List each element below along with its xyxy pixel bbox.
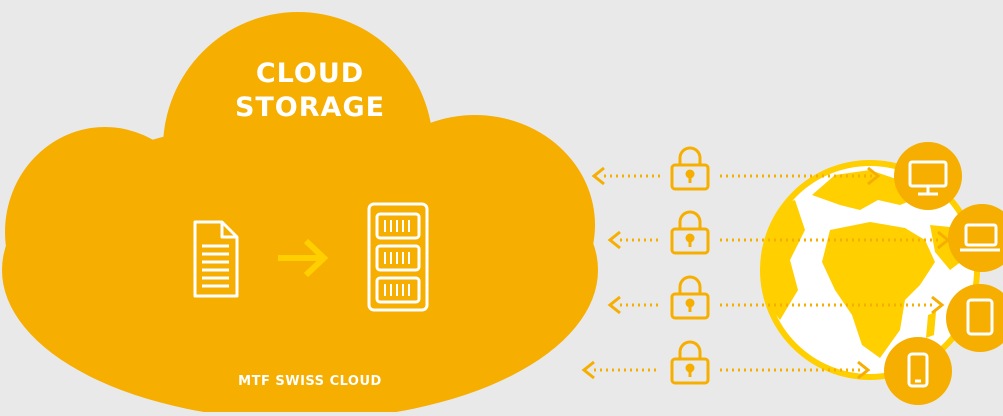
padlock-icon — [670, 275, 710, 320]
device-laptop — [948, 204, 1003, 272]
cloud-shape — [2, 12, 598, 416]
device-monitor — [894, 142, 962, 210]
connection-row-3 — [607, 275, 945, 320]
monitor-icon — [908, 160, 948, 196]
smartphone-icon — [907, 352, 929, 388]
padlock-icon — [670, 146, 710, 191]
connection-row-1 — [591, 146, 881, 191]
server-rack-icon — [367, 202, 429, 312]
tablet-icon — [966, 298, 994, 336]
connection-row-4 — [581, 340, 871, 385]
device-smartphone — [884, 337, 952, 405]
device-tablet — [946, 284, 1003, 352]
arrow-right-icon — [278, 238, 329, 278]
connection-row-2 — [607, 210, 951, 255]
cloud-footer-label: MTF SWISS CLOUD — [238, 374, 382, 389]
padlock-icon — [670, 340, 710, 385]
cloud-title-line-1: CLOUD — [255, 58, 365, 89]
globe-icon — [760, 160, 980, 380]
cloud-title-line-2: STORAGE — [234, 92, 386, 123]
padlock-icon — [670, 210, 710, 255]
laptop-icon — [960, 223, 1000, 252]
document-icon — [193, 220, 239, 298]
